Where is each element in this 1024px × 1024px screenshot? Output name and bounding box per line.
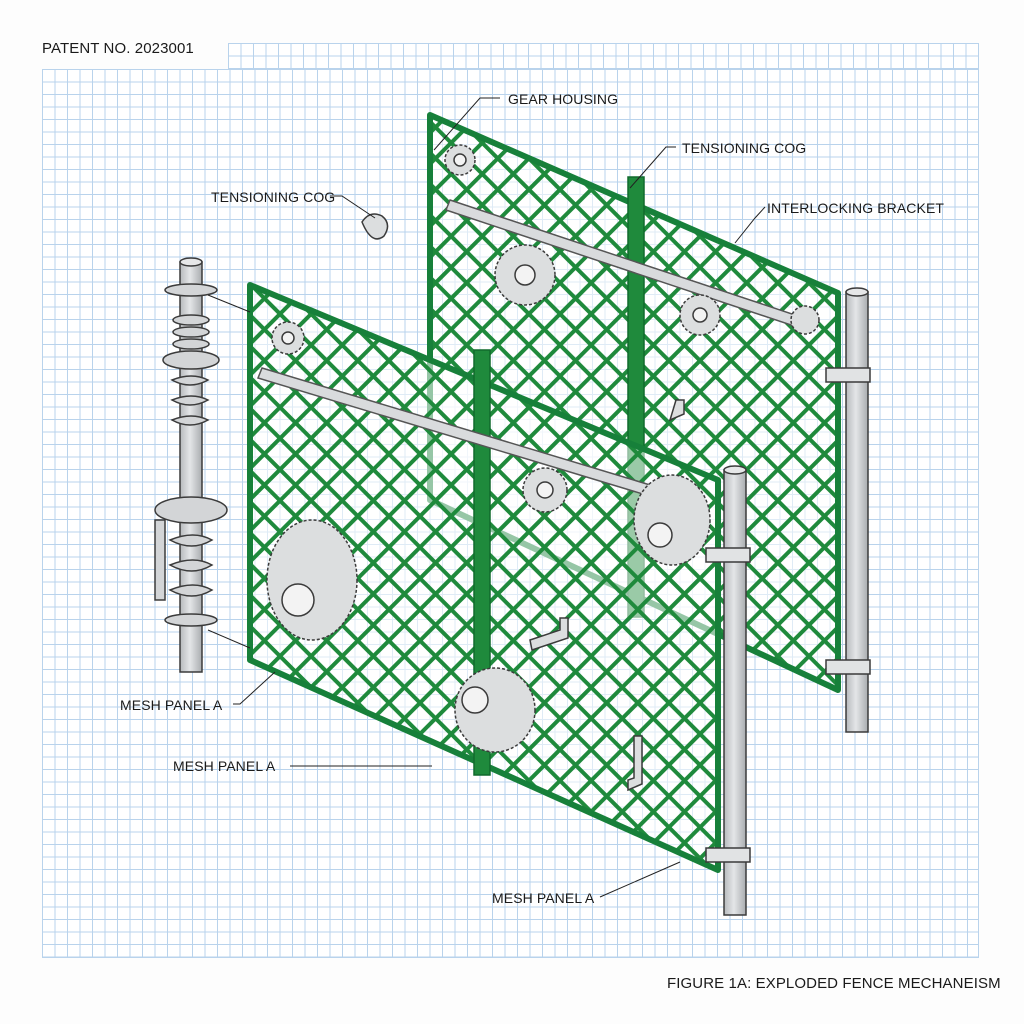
callout-mesh-panel-middle: MESH PANEL A	[173, 758, 276, 774]
callout-tensioning-cog-left: TENSIONING COG	[211, 189, 336, 205]
helical-spindle-assembly	[154, 257, 228, 673]
mesh-panel-front	[247, 282, 721, 873]
gear-assemblies	[266, 144, 820, 753]
tension-rods	[256, 199, 811, 511]
l-brackets	[529, 399, 685, 792]
callout-mesh-panel-left: MESH PANEL A	[120, 697, 223, 713]
graph-paper-top-extension	[228, 43, 979, 71]
callout-mesh-panel-bottom: MESH PANEL A	[492, 890, 595, 906]
patent-number: PATENT NO. 2023001	[42, 40, 194, 57]
center-post-front	[473, 349, 491, 776]
figure-caption: FIGURE 1A: EXPLODED FENCE MECHANEISM	[667, 975, 1001, 992]
support-posts	[705, 287, 871, 916]
callout-leader-lines	[207, 97, 766, 898]
callout-interlocking-bracket: INTERLOCKING BRACKET	[767, 200, 945, 216]
callout-gear-housing: GEAR HOUSING	[508, 91, 619, 107]
callout-tensioning-cog-top: TENSIONING COG	[682, 140, 807, 156]
